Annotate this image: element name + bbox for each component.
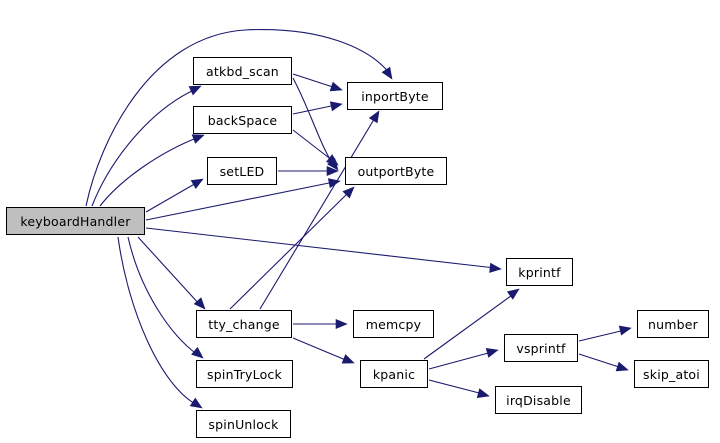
arrowhead-keyboardHandler-to-tty_change	[193, 297, 206, 310]
node-inportByte[interactable]: inportByte	[347, 82, 443, 110]
node-label: irqDisable	[506, 392, 571, 408]
edge-keyboardHandler-to-kprintf	[145, 227, 496, 269]
edge-vsprintf-to-skip_atoi	[578, 353, 623, 369]
arrowhead-keyboardHandler-to-spinTryLock	[191, 346, 204, 359]
arrowhead-keyboardHandler-to-spinUnlock	[189, 397, 203, 409]
edge-backSpace-to-inportByte	[292, 104, 337, 115]
arrowhead-tty_change-to-inportByte	[368, 110, 380, 124]
edge-keyboardHandler-to-inportByte	[85, 28, 391, 207]
edge-keyboardHandler-to-spinUnlock	[117, 236, 198, 406]
node-label: keyboardHandler	[20, 213, 131, 229]
node-kprintf[interactable]: kprintf	[506, 258, 573, 286]
arrowhead-kpanic-to-vsprintf	[485, 348, 499, 358]
edge-atkbd_scan-to-outportByte	[292, 77, 335, 167]
arrowhead-keyboardHandler-to-backSpace	[191, 134, 205, 144]
node-tty_change[interactable]: tty_change	[196, 310, 292, 338]
node-label: backSpace	[207, 112, 278, 128]
node-label: setLED	[219, 163, 265, 179]
node-keyboardHandler[interactable]: keyboardHandler	[6, 207, 145, 235]
edge-kpanic-to-vsprintf	[428, 351, 493, 370]
edge-backSpace-to-outportByte	[292, 129, 334, 162]
node-label: vsprintf	[516, 340, 566, 356]
node-setLED[interactable]: setLED	[207, 157, 277, 185]
edge-keyboardHandler-to-backSpace	[99, 136, 200, 207]
edge-atkbd_scan-to-inportByte	[292, 73, 337, 89]
node-spinUnlock[interactable]: spinUnlock	[196, 410, 291, 438]
arrowhead-vsprintf-to-skip_atoi	[615, 361, 629, 372]
edge-keyboardHandler-to-tty_change	[137, 236, 201, 306]
arrowhead-keyboardHandler-to-atkbd_scan	[188, 85, 202, 96]
edge-vsprintf-to-number	[578, 329, 626, 342]
edge-keyboardHandler-to-setLED	[145, 181, 199, 213]
arrowhead-tty_change-to-outportByte	[342, 186, 355, 199]
arrowhead-keyboardHandler-to-kprintf	[489, 262, 502, 273]
node-label: memcpy	[365, 316, 422, 332]
arrowhead-backSpace-to-outportByte	[325, 154, 339, 166]
node-label: tty_change	[208, 316, 280, 332]
node-memcpy[interactable]: memcpy	[353, 310, 434, 338]
edge-tty_change-to-inportByte	[259, 115, 377, 310]
edge-kpanic-to-kprintf	[423, 292, 516, 360]
node-label: atkbd_scan	[206, 63, 279, 79]
node-label: spinUnlock	[208, 416, 279, 432]
node-outportByte[interactable]: outportByte	[345, 157, 447, 185]
arrowhead-kpanic-to-irqDisable	[476, 388, 490, 398]
arrowhead-keyboardHandler-to-setLED	[190, 178, 204, 190]
arrowhead-backSpace-to-inportByte	[329, 101, 343, 112]
edge-tty_change-to-kpanic	[292, 337, 349, 362]
arrowhead-atkbd_scan-to-inportByte	[329, 81, 343, 92]
edge-keyboardHandler-to-atkbd_scan	[91, 88, 197, 207]
arrowhead-tty_change-to-kpanic	[341, 354, 355, 364]
edge-keyboardHandler-to-outportByte	[145, 181, 335, 221]
node-vsprintf[interactable]: vsprintf	[504, 334, 578, 362]
node-backSpace[interactable]: backSpace	[193, 106, 292, 134]
node-skip_atoi[interactable]: skip_atoi	[634, 360, 709, 388]
node-number[interactable]: number	[637, 310, 709, 338]
arrowhead-setLED-to-outportByte	[326, 165, 339, 177]
arrowhead-keyboardHandler-to-inportByte	[381, 66, 393, 80]
arrowhead-kpanic-to-kprintf	[506, 288, 520, 300]
node-irqDisable[interactable]: irqDisable	[495, 386, 582, 414]
node-label: inportByte	[361, 88, 429, 104]
arrowhead-tty_change-to-memcpy	[335, 318, 348, 330]
node-label: number	[648, 316, 698, 332]
node-label: outportByte	[357, 163, 435, 179]
edge-tty_change-to-outportByte	[229, 190, 351, 310]
node-atkbd_scan[interactable]: atkbd_scan	[193, 57, 292, 85]
node-label: spinTryLock	[207, 366, 282, 382]
node-label: skip_atoi	[643, 366, 700, 382]
node-spinTryLock[interactable]: spinTryLock	[196, 360, 293, 388]
node-label: kpanic	[372, 366, 416, 382]
node-kpanic[interactable]: kpanic	[360, 360, 428, 388]
node-label: kprintf	[518, 264, 561, 280]
arrowhead-vsprintf-to-number	[618, 325, 632, 336]
edge-kpanic-to-irqDisable	[428, 379, 484, 395]
edge-keyboardHandler-to-spinTryLock	[127, 236, 199, 356]
